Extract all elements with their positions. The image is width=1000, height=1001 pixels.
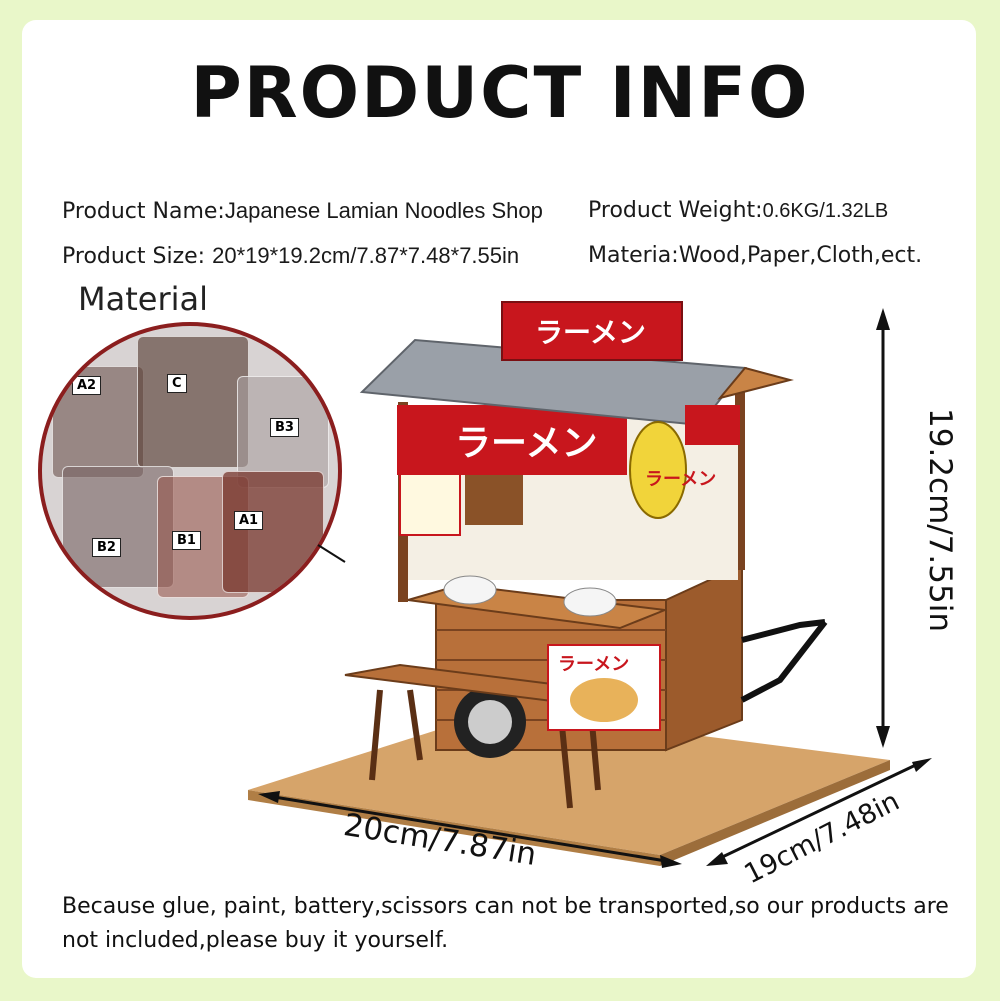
width-arrow bbox=[267, 794, 673, 864]
roof-sign-text: ラーメン bbox=[535, 316, 646, 349]
parts-tag: B1 bbox=[172, 531, 201, 550]
product-material-label: Materia: bbox=[588, 243, 679, 268]
base-board-side bbox=[660, 760, 890, 866]
product-material-row: Materia:Wood,Paper,Cloth,ect. bbox=[588, 243, 922, 268]
product-size-row: Product Size: 20*19*19.2cm/7.87*7.48*7.5… bbox=[62, 243, 519, 269]
cart-handle bbox=[741, 619, 826, 643]
lantern-text: ラーメン bbox=[645, 469, 716, 490]
product-name-label: Product Name: bbox=[62, 199, 225, 224]
ramen-bowl bbox=[443, 575, 497, 605]
lantern bbox=[629, 421, 687, 519]
parts-bag bbox=[62, 466, 174, 588]
product-size-label: Product Size: bbox=[62, 244, 206, 269]
product-weight-value: 0.6KG/1.32LB bbox=[762, 200, 889, 222]
product-name-value: Japanese Lamian Noodles Shop bbox=[224, 198, 543, 223]
ramen-bowl bbox=[563, 587, 617, 617]
shelf-box bbox=[465, 470, 523, 525]
parts-tag: B2 bbox=[92, 538, 121, 557]
counter-sign-text: ラーメン bbox=[558, 654, 629, 675]
noren-banner bbox=[397, 405, 627, 475]
parts-tag: A2 bbox=[72, 376, 102, 395]
parts-tag: C bbox=[167, 374, 187, 393]
cart-side bbox=[665, 563, 743, 752]
product-size-value: 20*19*19.2cm/7.87*7.48*7.55in bbox=[212, 243, 520, 268]
product-weight-label: Product Weight: bbox=[588, 198, 763, 223]
product-name-row: Product Name:Japanese Lamian Noodles Sho… bbox=[62, 198, 543, 224]
product-weight-row: Product Weight:0.6KG/1.32LB bbox=[588, 198, 888, 223]
material-parts-image: A2 C B3 B2 B1 A1 bbox=[38, 322, 342, 620]
disclaimer-note: Because glue, paint, battery,scissors ca… bbox=[62, 894, 949, 953]
side-sign bbox=[685, 405, 740, 445]
parts-bag bbox=[137, 336, 249, 468]
pointer-line bbox=[317, 544, 346, 563]
page-title: PRODUCT INFO bbox=[190, 52, 810, 134]
banner-text: ラーメン bbox=[455, 423, 598, 464]
depth-arrow bbox=[715, 760, 923, 862]
height-dimension: 19.2cm/7.55in bbox=[922, 408, 958, 632]
material-heading: Material bbox=[78, 280, 208, 318]
roof-sign bbox=[501, 301, 683, 361]
parts-tag: A1 bbox=[234, 511, 264, 530]
product-material-value: Wood,Paper,Cloth,ect. bbox=[678, 243, 923, 268]
parts-bag bbox=[222, 471, 324, 593]
parts-tag: B3 bbox=[270, 418, 299, 437]
